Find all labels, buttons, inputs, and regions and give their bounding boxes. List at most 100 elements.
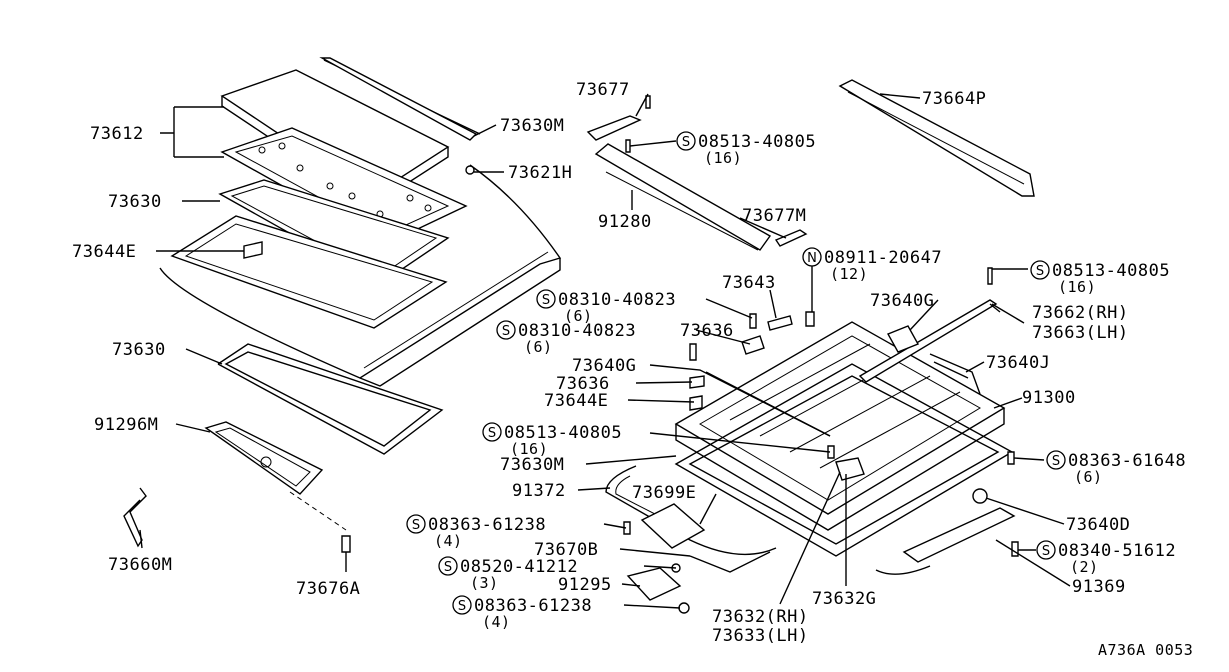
bracket-73636-b	[689, 375, 705, 389]
fastener-73644E-top	[243, 241, 263, 259]
roof-panel	[159, 164, 562, 379]
deflector-91280	[594, 143, 772, 251]
label-73621H: 73621H	[508, 163, 572, 183]
screw-symbol-08363-a: S	[406, 514, 426, 534]
nut-symbol-08911: N	[802, 247, 822, 267]
bracket-73636-a	[741, 335, 765, 355]
leader-lines	[139, 93, 1071, 609]
label-73640G-right: 73640G	[870, 291, 934, 311]
qty-08310-a: (6)	[564, 307, 593, 325]
qty-08310-b: (6)	[524, 338, 553, 356]
svg-text:S: S	[542, 293, 550, 308]
label-08363-right: 08363-61648	[1068, 451, 1186, 471]
label-73644E-mid: 73644E	[544, 391, 608, 411]
label-73676A: 73676A	[296, 579, 360, 599]
qty-08911: (12)	[830, 265, 868, 283]
svg-text:S: S	[682, 135, 690, 150]
label-08310-a: 08310-40823	[558, 290, 676, 310]
label-91300: 91300	[1022, 388, 1076, 408]
svg-text:S: S	[444, 560, 452, 575]
svg-text:S: S	[1036, 264, 1044, 279]
label-73640G-left: 73640G	[572, 356, 636, 376]
rail-73662	[858, 299, 998, 383]
roof-inner-frame	[170, 215, 448, 329]
grommet-73640D	[972, 488, 988, 504]
label-73663: 73663(LH)	[1032, 323, 1129, 343]
leader-dashed-91296M	[289, 491, 347, 531]
label-08363-b: 08363-61238	[474, 596, 592, 616]
deflector-arm-73677	[586, 115, 642, 141]
guide-73699E	[640, 503, 706, 549]
deflector-91280-edge	[605, 171, 759, 251]
screw-symbol-08513-top: S	[676, 131, 696, 151]
shade-91296M-detail	[214, 427, 311, 487]
rear-rail-73664P-detail	[847, 91, 1025, 185]
svg-text:S: S	[488, 426, 496, 441]
label-08513-mid: 08513-40805	[504, 423, 622, 443]
housing-91300-inner	[699, 335, 981, 501]
label-08911: 08911-20647	[824, 248, 942, 268]
label-73640D: 73640D	[1066, 515, 1130, 535]
svg-text:S: S	[1052, 454, 1060, 469]
label-08520: 08520-41212	[460, 557, 578, 577]
svg-text:S: S	[458, 599, 466, 614]
label-73636-a: 73636	[680, 321, 734, 341]
label-73636-b: 73636	[556, 374, 610, 394]
svg-text:S: S	[412, 518, 420, 533]
qty-08513-right: (16)	[1058, 278, 1096, 296]
label-08513-right: 08513-40805	[1052, 261, 1170, 281]
shade-hole	[260, 456, 272, 468]
fastener-73644E-mid	[689, 395, 703, 411]
label-73640J: 73640J	[986, 353, 1050, 373]
shade-91296M	[204, 421, 324, 495]
cable-91372	[605, 465, 777, 556]
guide-73670B	[689, 551, 771, 573]
screw-symbol-08363-b: S	[452, 595, 472, 615]
motor-91295	[626, 567, 682, 601]
label-91296M: 91296M	[94, 415, 158, 435]
label-73630M-mid: 73630M	[500, 455, 564, 475]
screw-08513-right	[987, 267, 993, 285]
bolt-08363-a	[623, 521, 631, 535]
label-73643: 73643	[722, 273, 776, 293]
roof-panel-rail-2	[363, 251, 549, 369]
label-73662: 73662(RH)	[1032, 303, 1129, 323]
rail-73630M-top	[319, 57, 478, 141]
nut-08911	[805, 311, 815, 327]
screw-08513-top	[625, 139, 631, 153]
screw-symbol-08513-right: S	[1030, 260, 1050, 280]
housing-91300-side	[675, 408, 1005, 531]
label-08310-b: 08310-40823	[518, 321, 636, 341]
roof-panel-rail	[359, 258, 561, 387]
label-73632G: 73632G	[812, 589, 876, 609]
bracket-73640J	[929, 353, 981, 395]
clip-73660M	[123, 487, 147, 548]
screw-08513-mid	[827, 445, 835, 459]
screw-symbol-08310-b: S	[496, 320, 516, 340]
svg-text:N: N	[807, 251, 817, 266]
screw-symbol-08513-mid: S	[482, 422, 502, 442]
label-91369: 91369	[1072, 577, 1126, 597]
label-73699E: 73699E	[632, 483, 696, 503]
cable-91372-inner	[615, 475, 691, 533]
housing-91300-ribs	[729, 343, 961, 469]
label-73630M-top: 73630M	[500, 116, 564, 136]
drive-91369-cable	[875, 565, 931, 575]
label-73677M: 73677M	[742, 206, 806, 226]
qty-08363-right: (6)	[1074, 468, 1103, 486]
screw-08363-right	[1007, 451, 1015, 465]
screw-73677	[645, 95, 651, 109]
qty-08363-a: (4)	[434, 532, 463, 550]
label-91280: 91280	[598, 212, 652, 232]
screw-symbol-08363-right: S	[1046, 450, 1066, 470]
label-73670B: 73670B	[534, 540, 598, 560]
label-08513-top: 08513-40805	[698, 132, 816, 152]
label-73633: 73633(LH)	[712, 626, 809, 646]
bolt-08310-a	[749, 313, 757, 329]
qty-08520: (3)	[470, 574, 499, 592]
label-73664P: 73664P	[922, 89, 986, 109]
svg-text:S: S	[502, 324, 510, 339]
label-91372: 91372	[512, 481, 566, 501]
label-08363-a: 08363-61238	[428, 515, 546, 535]
